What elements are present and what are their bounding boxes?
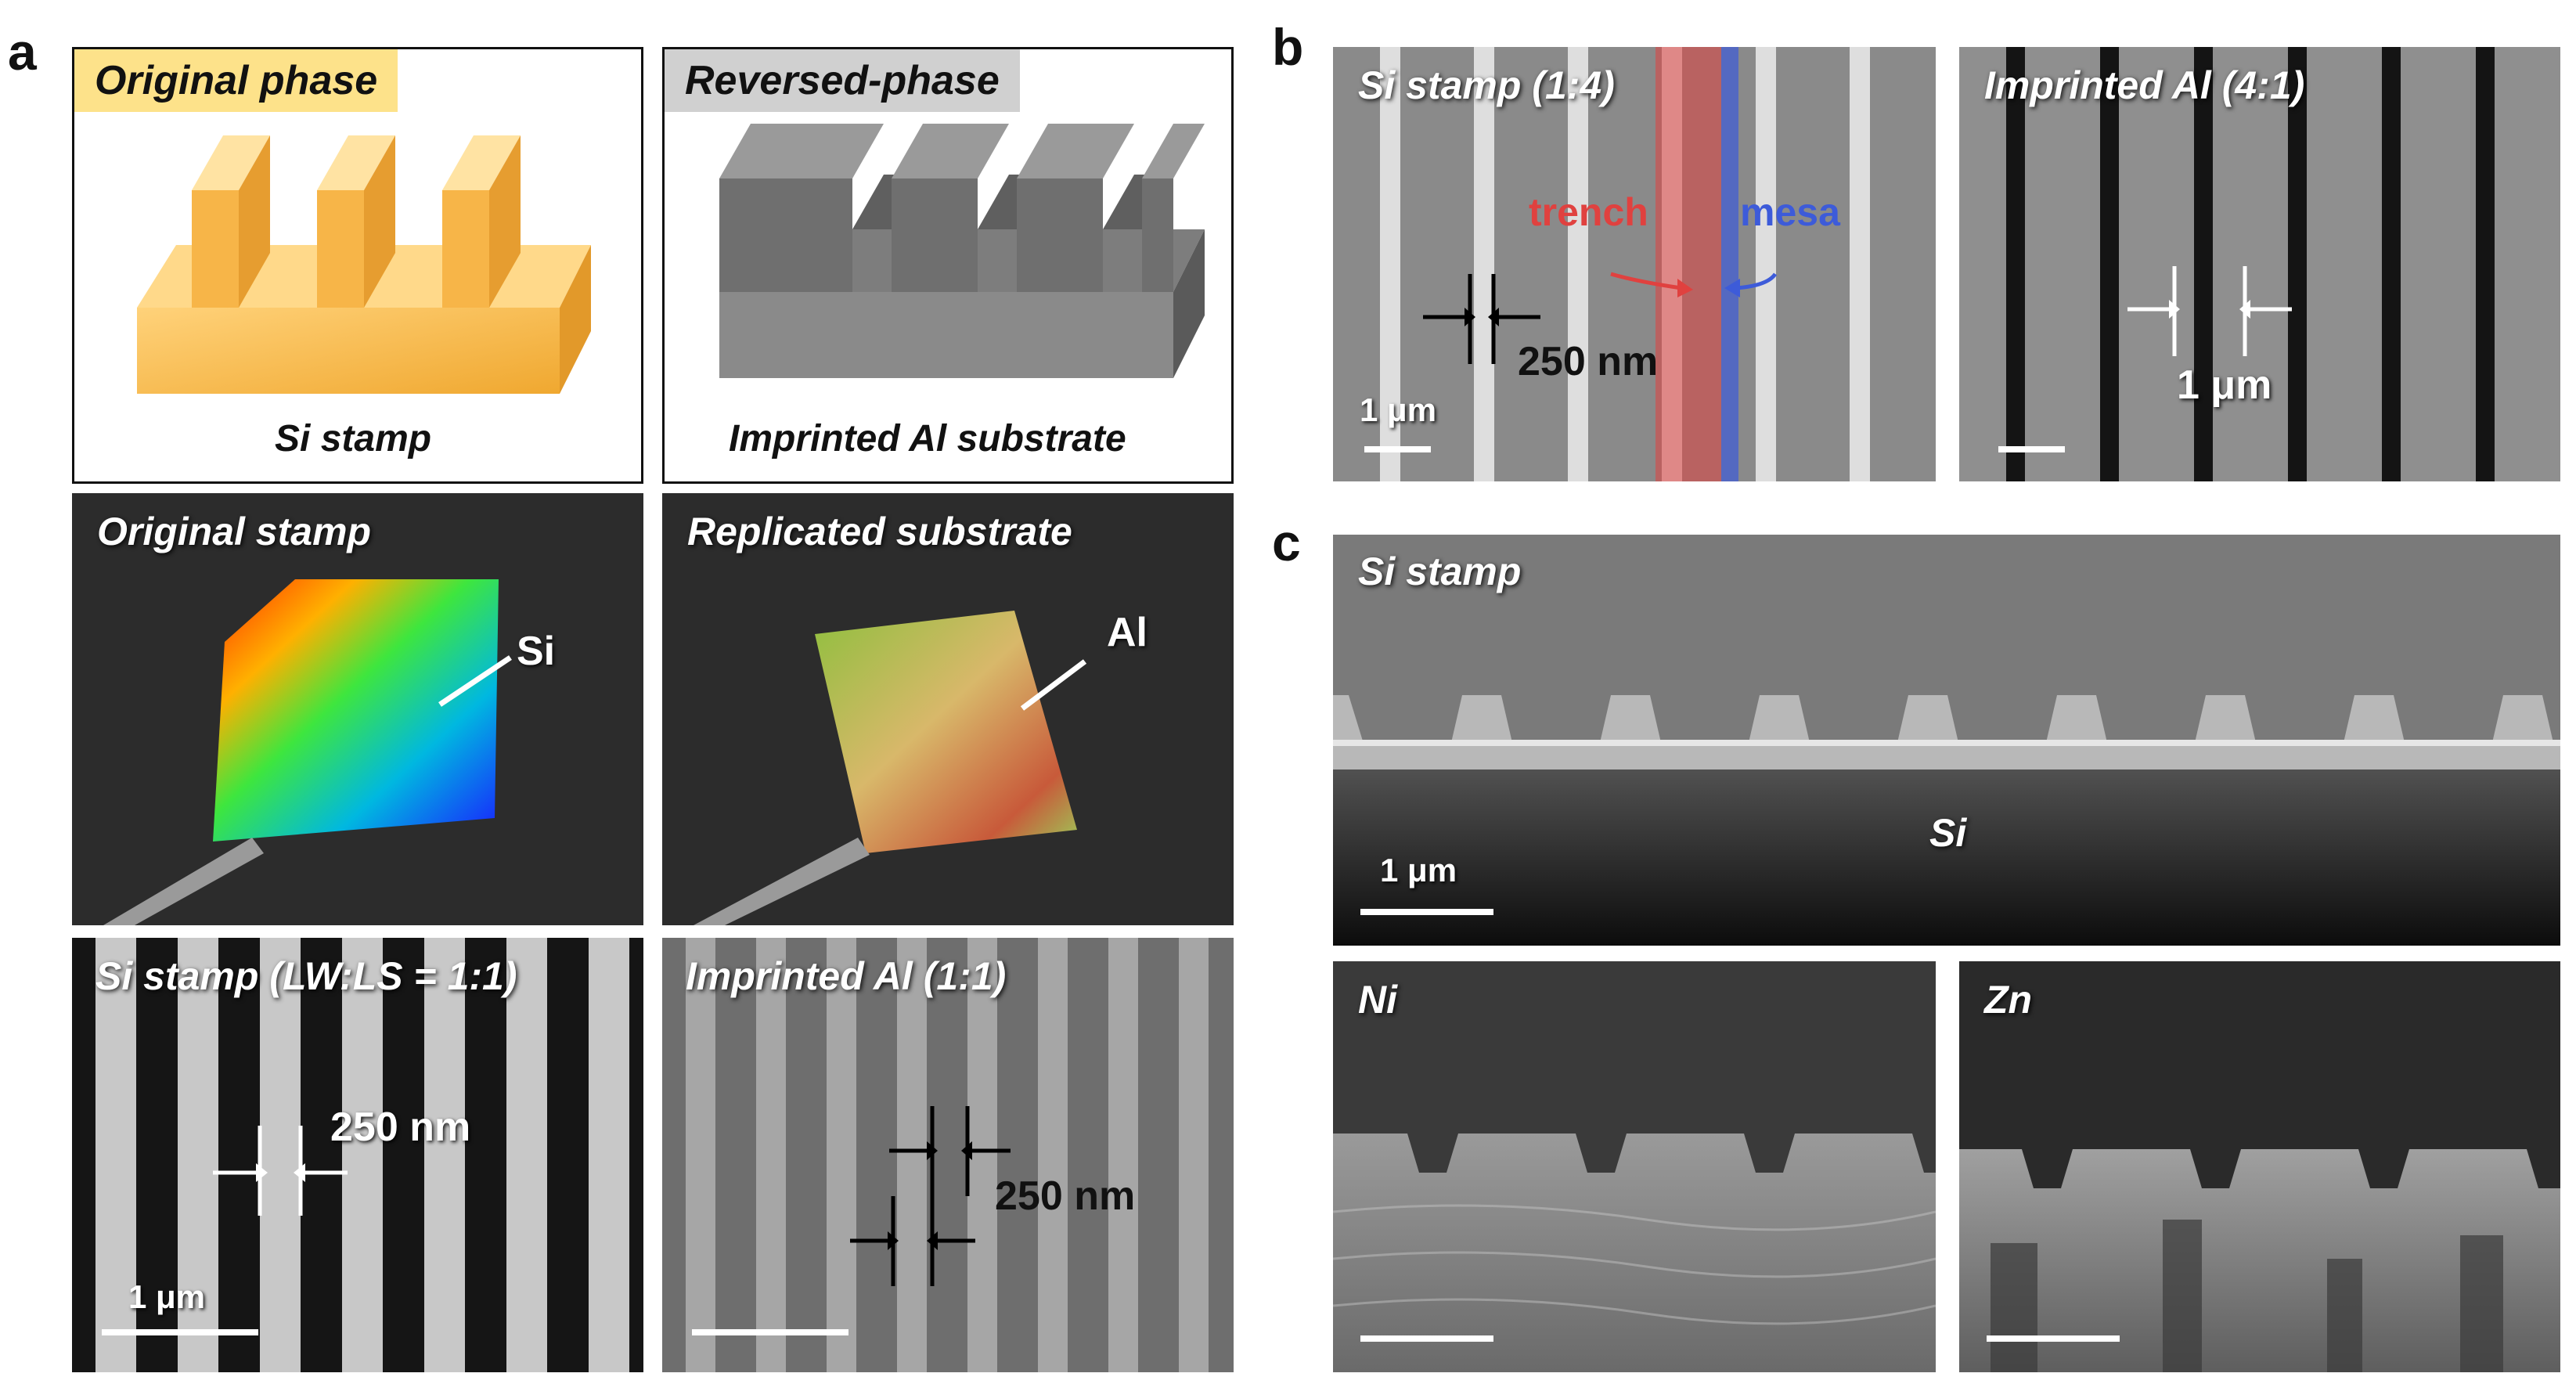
original-phase-tag: Original phase — [74, 49, 398, 112]
trench-label: trench — [1529, 190, 1648, 234]
schematic-original-phase: Original phase Si stamp — [72, 47, 643, 484]
sem-right-dim: 250 nm — [995, 1173, 1136, 1219]
scale-bar-icon — [1364, 446, 1431, 452]
photo-left-material: Si — [517, 629, 556, 674]
b-left-scale: 1 μm — [1360, 391, 1437, 428]
pointer-line-icon — [438, 655, 512, 707]
scale-bar-icon — [1360, 1335, 1493, 1342]
panel-letter-a: a — [8, 23, 37, 81]
sem-left-title: Si stamp (LW:LS = 1:1) — [95, 954, 517, 998]
sem-si-stamp-cross-section: Si stamp Si 1 μm — [1333, 535, 2560, 946]
mesa-label: mesa — [1740, 190, 1840, 234]
photo-right-material: Al — [1107, 610, 1147, 655]
b-right-title: Imprinted Al (4:1) — [1984, 63, 2305, 107]
tweezers-icon — [694, 838, 870, 925]
si-chip — [213, 579, 499, 842]
al-substrate — [815, 611, 1077, 853]
sem-si-stamp-1-1: Si stamp (LW:LS = 1:1) 250 nm 1 μm — [72, 938, 643, 1372]
b-right-dim: 1 μm — [2177, 362, 2272, 408]
sem-imprinted-al-1-1: Imprinted Al (1:1) 250 nm — [662, 938, 1234, 1372]
scale-bar-icon — [1987, 1335, 2120, 1342]
photo-original-stamp: Original stamp Si — [72, 493, 643, 925]
zn-title: Zn — [1984, 978, 2033, 1022]
mesa-highlight — [1721, 47, 1738, 481]
b-left-title: Si stamp (1:4) — [1358, 63, 1615, 107]
sem-right-title: Imprinted Al (1:1) — [686, 954, 1007, 998]
c-top-scale: 1 μm — [1380, 852, 1457, 888]
schematic-reversed-phase: Reversed-phase Imprinted Al substrate — [662, 47, 1234, 484]
sem-si-stamp-1-4: Si stamp (1:4) trench mesa 250 nm 1 μm — [1333, 47, 1936, 481]
sem-ni-cross-section: Ni — [1333, 961, 1936, 1372]
scale-bar-icon — [692, 1329, 848, 1335]
pointer-line-icon — [1020, 659, 1087, 711]
reversed-phase-tag: Reversed-phase — [665, 49, 1020, 112]
panel-letter-b: b — [1272, 18, 1304, 76]
panel-letter-c: c — [1272, 514, 1301, 571]
photo-replicated-substrate: Replicated substrate Al — [662, 493, 1234, 925]
tweezers-icon — [103, 838, 264, 925]
photo-left-title: Original stamp — [97, 510, 372, 553]
b-left-dim: 250 nm — [1518, 339, 1659, 384]
trench-highlight — [1655, 47, 1721, 481]
photo-right-title: Replicated substrate — [687, 510, 1072, 553]
dimension-arrows-icon — [850, 1106, 1011, 1286]
al-substrate-3d-illustration — [719, 124, 1205, 378]
imprinted-caption: Imprinted Al substrate — [729, 418, 1126, 460]
c-top-title: Si stamp — [1358, 550, 1522, 593]
dimension-arrows-icon — [1423, 274, 1540, 364]
dimension-arrows-icon — [213, 1126, 348, 1216]
scale-bar-icon — [1998, 446, 2065, 452]
sem-imprinted-al-4-1: Imprinted Al (4:1) 1 μm — [1959, 47, 2560, 481]
ni-title: Ni — [1358, 978, 1397, 1022]
sem-zn-cross-section: Zn — [1959, 961, 2560, 1372]
scale-bar-icon — [1360, 909, 1493, 915]
scale-bar-icon — [102, 1329, 258, 1335]
sem-left-dim: 250 nm — [330, 1105, 471, 1150]
si-stamp-3d-illustration — [137, 135, 591, 394]
si-stamp-caption: Si stamp — [275, 418, 432, 460]
c-top-material: Si — [1929, 811, 1967, 855]
dimension-arrows-icon — [2127, 266, 2292, 356]
sem-left-scale: 1 μm — [128, 1278, 206, 1315]
